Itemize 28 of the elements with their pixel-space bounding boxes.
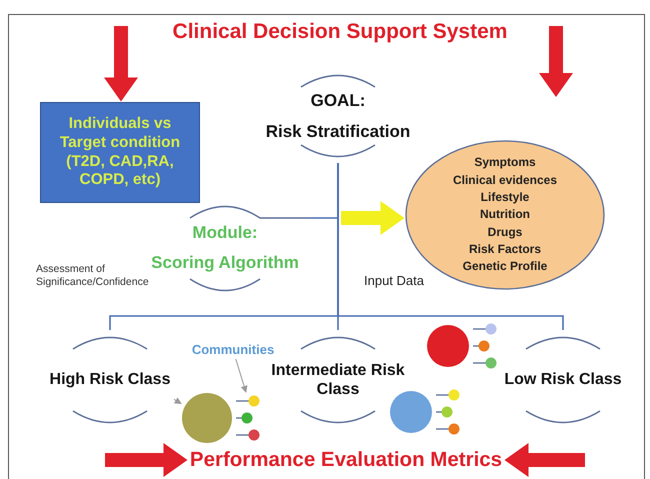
- block-arrow: [341, 201, 404, 235]
- connector-line: [337, 163, 564, 330]
- list-item: Clinical evidences: [452, 172, 558, 189]
- box-text: Individuals vs Target condition (T2D, CAD,RA, COPD, etc): [58, 115, 182, 190]
- leader-line: [235, 358, 248, 393]
- node-label: Risk Stratification: [266, 122, 410, 142]
- node-label: Module:: [192, 222, 258, 243]
- block-arrow: [105, 443, 188, 477]
- node-label: Intermediate Risk Class: [270, 360, 406, 400]
- annotation-text: Assessment of Significance/Confidence: [36, 263, 146, 290]
- block-arrow: [104, 26, 138, 102]
- node-label: GOAL:: [310, 91, 366, 112]
- node-label: High Risk Class: [50, 370, 170, 390]
- node-label: Communities: [192, 342, 274, 358]
- condition-box: [40, 102, 200, 203]
- title: Clinical Decision Support System: [172, 20, 508, 44]
- node-label: Scoring Algorithm: [151, 253, 299, 274]
- list-item: Nutrition: [480, 206, 530, 224]
- footer-heading: Performance Evaluation Metrics: [190, 448, 502, 472]
- list-item: Risk Factors: [468, 241, 542, 258]
- list-item: Lifestyle: [480, 188, 530, 206]
- leader-line: [174, 397, 182, 404]
- block-arrow: [504, 443, 585, 477]
- node-label: Low Risk Class: [504, 370, 622, 390]
- list-item: Genetic Profile: [462, 258, 548, 276]
- list-item: Symptoms: [474, 154, 536, 172]
- list-item: Drugs: [488, 224, 522, 241]
- annotation-text: Input Data: [364, 273, 425, 290]
